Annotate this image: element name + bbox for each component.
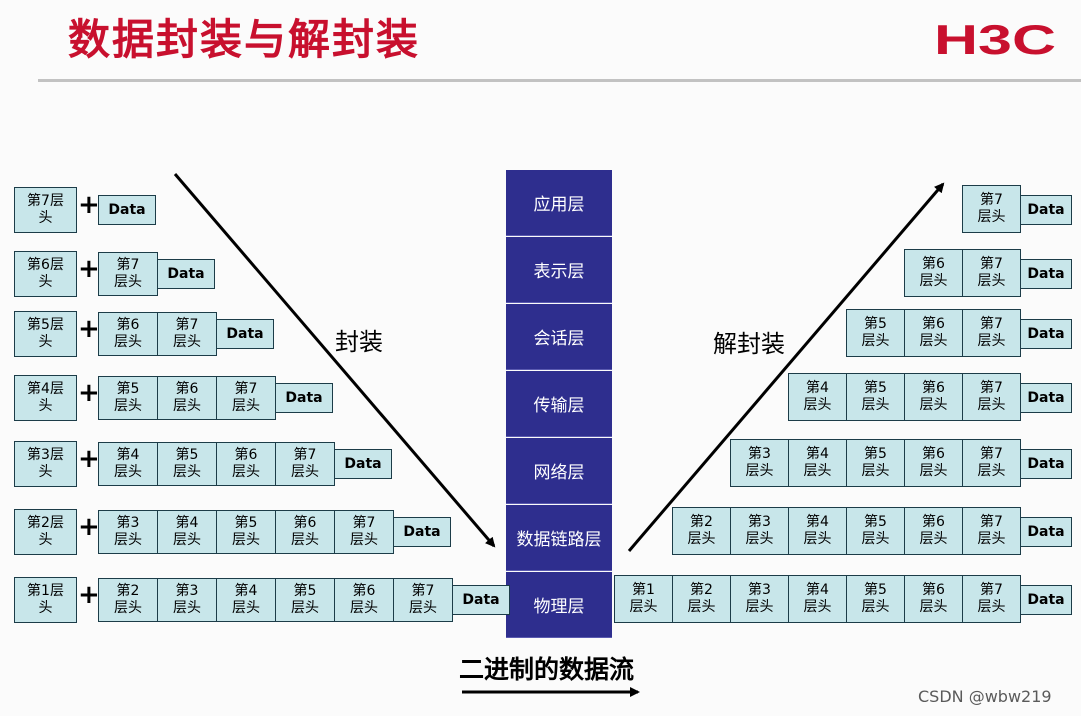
header-box: 第6 层头 [98,312,158,356]
data-box: Data [1020,517,1072,547]
layer-header-box: 第2层 头 [14,509,77,555]
header-box: 第7 层头 [962,575,1021,623]
encap-arrow [173,173,496,548]
data-box: Data [1020,319,1072,349]
header-box: 第4 层头 [98,442,158,486]
header-box: 第7 层头 [334,510,394,554]
header-box: 第6 层头 [904,373,963,421]
header-box: 第4 层头 [788,439,847,487]
header-box: 第4 层头 [788,575,847,623]
header-box: 第7 层头 [275,442,335,486]
header-box: 第6 层头 [904,575,963,623]
osi-layer: 物理层 [506,572,612,638]
data-box: Data [1020,449,1072,479]
layer-header-box: 第5层 头 [14,311,77,357]
header-box: 第3 层头 [98,510,158,554]
header-box: 第6 层头 [216,442,276,486]
header-box: 第7 层头 [962,507,1021,555]
header-box: 第7 层头 [98,252,158,296]
logo-text: H3C [934,20,1056,60]
header-box: 第2 层头 [672,507,731,555]
data-box: Data [216,319,274,349]
data-box: Data [1020,383,1072,413]
decap-arrow [627,182,945,552]
header-box: 第6 层头 [275,510,335,554]
header-box: 第4 层头 [216,578,276,622]
data-box: Data [275,383,333,413]
osi-layer: 网络层 [506,438,612,504]
header-box: 第4 层头 [788,507,847,555]
stream-label: 二进制的数据流 [459,655,635,684]
header-box: 第7 层头 [393,578,453,622]
plus-sign: + [78,444,100,474]
header-box: 第6 层头 [904,309,963,357]
plus-sign: + [78,190,100,220]
header-box: 第7 层头 [962,309,1021,357]
osi-layer: 数据链路层 [506,505,612,571]
data-box: Data [393,517,451,547]
plus-sign: + [78,512,100,542]
header-box: 第5 层头 [216,510,276,554]
data-box: Data [1020,195,1072,225]
osi-layer: 表示层 [506,237,612,303]
header-box: 第2 层头 [672,575,731,623]
title-divider [38,79,1081,82]
data-box: Data [1020,585,1072,615]
layer-header-box: 第6层 头 [14,251,77,297]
header-box: 第6 层头 [334,578,394,622]
data-box: Data [157,259,215,289]
header-box: 第3 层头 [730,439,789,487]
header-box: 第3 层头 [730,507,789,555]
layer-header-box: 第4层 头 [14,375,77,421]
data-box: Data [98,195,156,225]
plus-sign: + [78,580,100,610]
watermark: CSDN @wbw219 [918,687,1052,706]
plus-sign: + [78,378,100,408]
header-box: 第2 层头 [98,578,158,622]
osi-layer: 传输层 [506,371,612,437]
data-box: Data [1020,259,1072,289]
h3c-logo: H3C [934,20,1056,60]
header-box: 第7 层头 [962,249,1021,297]
header-box: 第4 层头 [788,373,847,421]
header-box: 第5 层头 [846,309,905,357]
header-box: 第3 层头 [157,578,217,622]
header-box: 第3 层头 [730,575,789,623]
header-box: 第5 层头 [846,439,905,487]
header-box: 第5 层头 [98,376,158,420]
plus-sign: + [78,314,100,344]
layer-header-box: 第3层 头 [14,441,77,487]
header-box: 第5 层头 [846,575,905,623]
header-box: 第1 层头 [614,575,673,623]
header-box: 第4 层头 [157,510,217,554]
layer-header-box: 第7层 头 [14,187,77,233]
osi-layer: 会话层 [506,304,612,370]
header-box: 第7 层头 [962,185,1021,233]
osi-layer: 应用层 [506,170,612,236]
header-box: 第6 层头 [904,507,963,555]
layer-header-box: 第1层 头 [14,577,77,623]
header-box: 第6 层头 [157,376,217,420]
header-box: 第5 层头 [846,373,905,421]
header-box: 第5 层头 [846,507,905,555]
decap-label: 解封装 [713,330,785,358]
header-box: 第7 层头 [216,376,276,420]
header-box: 第6 层头 [904,439,963,487]
header-box: 第6 层头 [904,249,963,297]
header-box: 第7 层头 [962,373,1021,421]
header-box: 第5 层头 [157,442,217,486]
encap-label: 封装 [335,328,383,356]
header-box: 第5 层头 [275,578,335,622]
plus-sign: + [78,254,100,284]
header-box: 第7 层头 [962,439,1021,487]
data-box: Data [452,585,510,615]
header-box: 第7 层头 [157,312,217,356]
page-title: 数据封装与解封装 [68,15,421,64]
data-box: Data [334,449,392,479]
